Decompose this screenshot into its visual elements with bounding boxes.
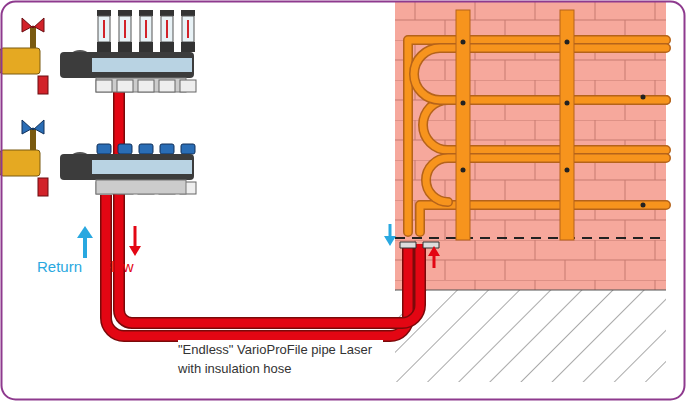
insulated-pipe	[106, 92, 439, 336]
manifold-return	[0, 120, 194, 196]
return-label: Return	[37, 258, 82, 275]
pipe-caption: "Endless" VarioProFile pipe Laser with i…	[178, 340, 383, 378]
flow-label: Flow	[102, 258, 134, 275]
wall-heating-pipe	[408, 40, 666, 232]
wall	[395, 2, 666, 382]
mounting-rail	[456, 10, 646, 240]
